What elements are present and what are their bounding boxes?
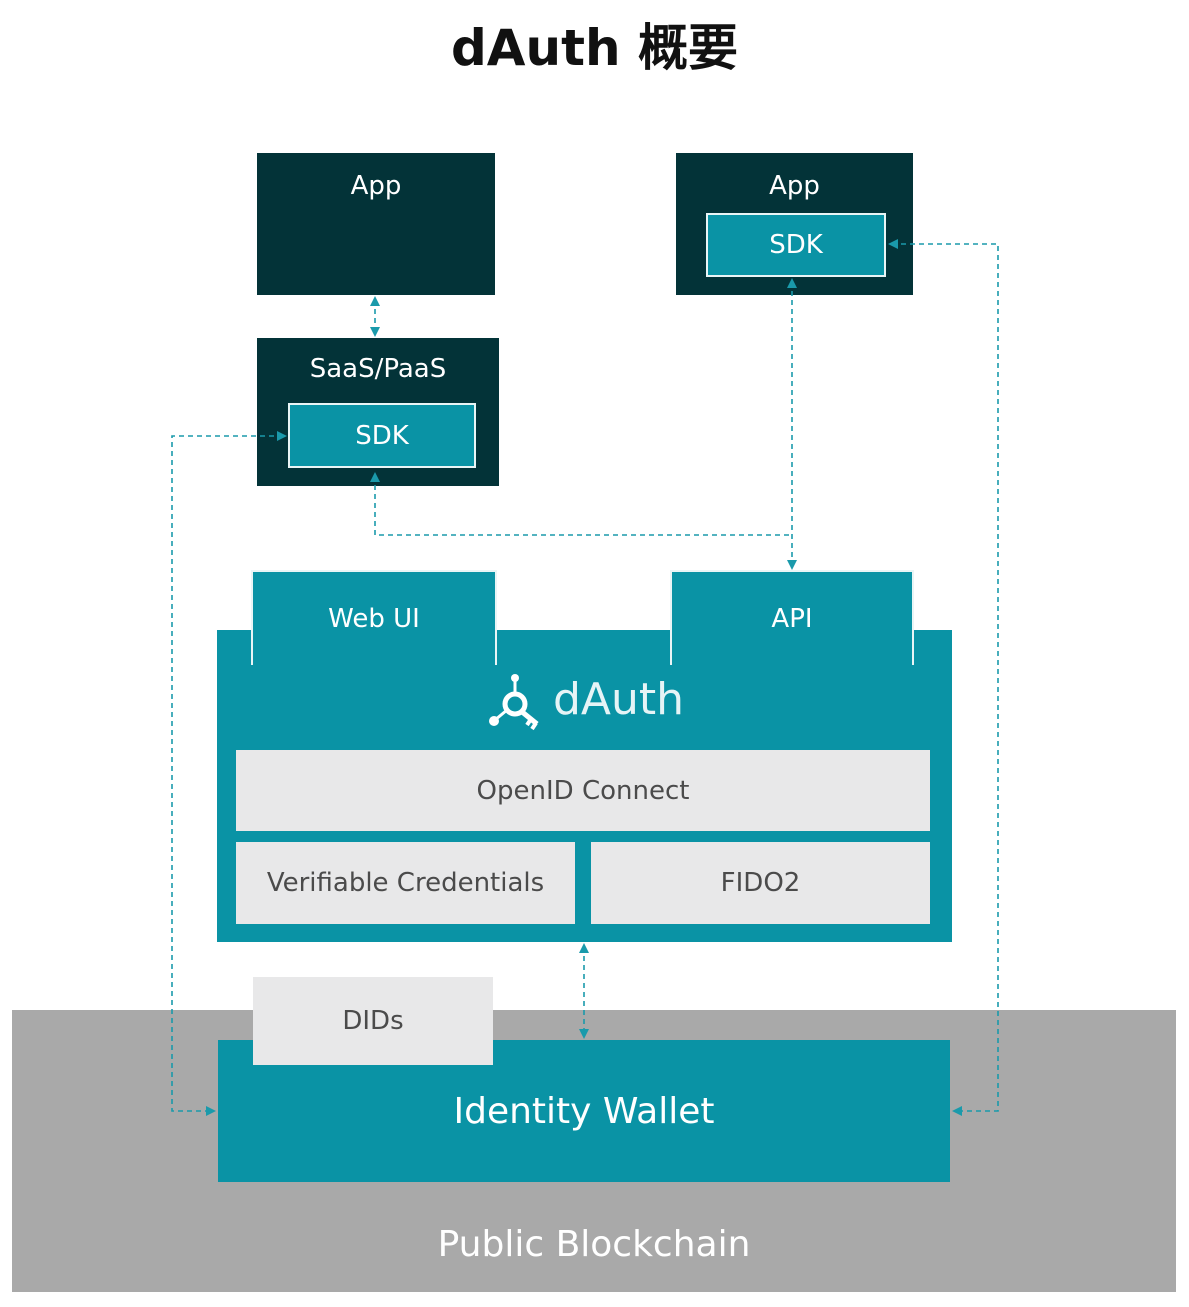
openid-connect-box: OpenID Connect	[236, 750, 930, 831]
saas-sdk-label: SDK	[355, 420, 409, 451]
fido2-label: FIDO2	[720, 868, 801, 898]
app-right-box: App SDK	[676, 153, 913, 295]
dids-box: DIDs	[253, 977, 493, 1065]
dids-label: DIDs	[342, 1006, 404, 1036]
dauth-logo: dAuth	[487, 672, 687, 732]
api-label: API	[771, 603, 813, 634]
saas-sdk-box: SDK	[288, 403, 476, 468]
web-ui-label: Web UI	[328, 603, 420, 634]
connector-app-wallet	[888, 239, 999, 1116]
dauth-platform: dAuth OpenID Connect Verifiable Credenti…	[217, 630, 952, 942]
app-left-label: App	[350, 171, 402, 201]
dauth-logo-icon	[489, 674, 539, 731]
app-left-box: App	[257, 153, 495, 295]
page-title: dAuth 概要	[451, 19, 738, 77]
verifiable-credentials-label: Verifiable Credentials	[266, 868, 545, 898]
connector-saas-api	[370, 472, 792, 536]
api-box: API	[670, 570, 914, 665]
app-right-label: App	[769, 171, 820, 201]
app-right-sdk-label: SDK	[769, 230, 823, 260]
dauth-logo-text: dAuth	[553, 674, 685, 725]
identity-wallet-label: Identity Wallet	[453, 1090, 715, 1132]
saas-paas-box: SaaS/PaaS SDK	[257, 338, 499, 486]
connector-saas-wallet	[171, 431, 287, 1116]
saas-paas-label: SaaS/PaaS	[309, 354, 447, 384]
web-ui-box: Web UI	[251, 570, 497, 665]
verifiable-credentials-box: Verifiable Credentials	[236, 842, 575, 924]
app-right-sdk-box: SDK	[706, 213, 886, 277]
public-blockchain-label: Public Blockchain	[437, 1224, 751, 1265]
fido2-box: FIDO2	[591, 842, 930, 924]
openid-connect-label: OpenID Connect	[476, 775, 690, 806]
